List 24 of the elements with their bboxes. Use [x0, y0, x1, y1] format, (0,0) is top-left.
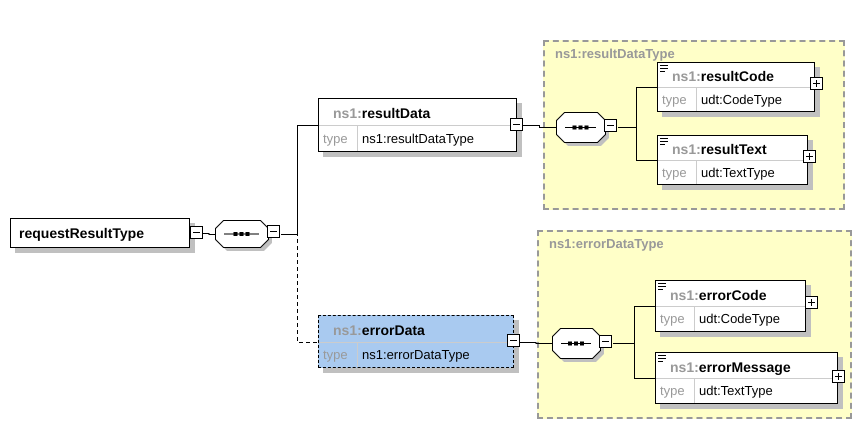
type-value: udt:CodeType — [701, 91, 782, 109]
connector-line — [522, 125, 556, 128]
type-label: type — [323, 130, 348, 148]
type-name: ns1:errorDataType — [549, 236, 664, 251]
type-name: requestResultType — [19, 225, 144, 241]
type-label: type — [660, 310, 685, 328]
type-value: udt:TextType — [701, 164, 775, 182]
type-container — [537, 230, 852, 419]
connector-line — [280, 234, 318, 343]
type-label: type — [323, 346, 348, 364]
connector-line — [202, 233, 216, 235]
type-label: type — [662, 91, 687, 109]
type-name: ns1:resultDataType — [555, 46, 675, 61]
element-name: ns1:errorCode — [656, 281, 805, 307]
type-container — [543, 40, 845, 210]
type-value: udt:TextType — [699, 382, 773, 400]
type-label: type — [662, 164, 687, 182]
type-value: ns1:errorDataType — [362, 346, 470, 364]
type-label: type — [660, 382, 685, 400]
type-value: udt:CodeType — [699, 310, 780, 328]
connector-line — [612, 343, 656, 379]
type-value: ns1:resultDataType — [362, 130, 474, 148]
connector-line — [618, 127, 658, 161]
connector-line — [520, 342, 552, 344]
